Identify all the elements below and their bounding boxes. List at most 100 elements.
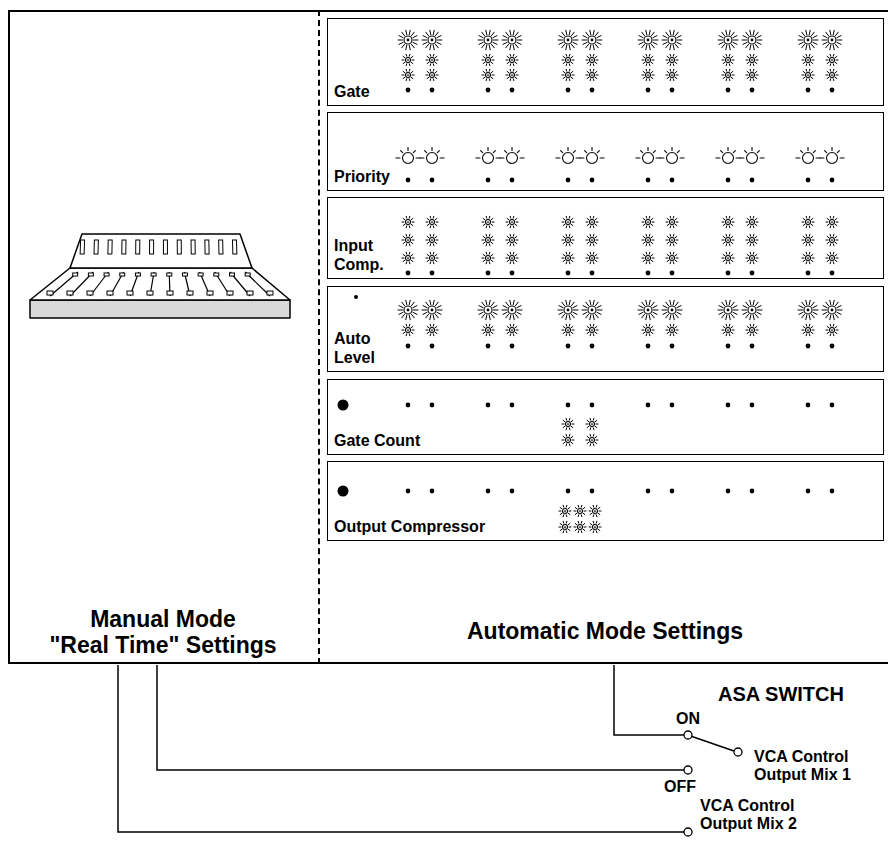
led-off — [830, 178, 835, 183]
led-small — [590, 428, 592, 430]
led-small — [802, 75, 804, 76]
led-large — [435, 314, 438, 318]
led-large — [651, 32, 654, 36]
led-large — [409, 300, 410, 304]
led-small — [486, 328, 491, 333]
led-small — [486, 256, 491, 261]
led-small — [806, 252, 808, 254]
led-large — [646, 315, 647, 319]
led-small — [486, 262, 488, 264]
led-small — [667, 326, 669, 327]
led-off — [646, 344, 651, 349]
led-small — [486, 220, 491, 225]
led-small — [667, 62, 669, 63]
led-small — [430, 216, 432, 218]
led-small — [673, 79, 675, 81]
led-small — [747, 332, 749, 333]
led-small — [427, 326, 429, 327]
led-small — [587, 260, 589, 261]
led-large — [639, 312, 643, 314]
led-large — [751, 39, 754, 42]
led-small — [651, 224, 653, 225]
led-small — [507, 260, 509, 261]
led-large — [653, 36, 657, 38]
led-small — [483, 224, 485, 225]
led-large — [406, 315, 407, 319]
led-small — [807, 74, 809, 76]
led-small — [595, 260, 597, 261]
led-small — [411, 62, 413, 63]
led-small — [507, 56, 509, 57]
led-small — [835, 71, 837, 72]
led-small — [642, 60, 644, 61]
led-small — [435, 242, 437, 243]
led-small — [831, 74, 833, 76]
led-small — [591, 439, 593, 441]
led-off — [406, 403, 411, 408]
led-large — [433, 300, 434, 304]
led-off — [430, 489, 435, 494]
led-large — [731, 32, 734, 36]
led-large — [830, 45, 831, 49]
box-label: Priority — [334, 168, 390, 186]
led-small — [590, 513, 592, 514]
led-large — [595, 314, 598, 318]
led-small — [830, 54, 832, 56]
led-large — [837, 42, 841, 44]
led-small — [599, 511, 601, 512]
led-large — [564, 36, 572, 44]
led-large — [435, 44, 438, 48]
led-small — [647, 74, 649, 76]
priority-led — [481, 151, 483, 153]
led-small — [649, 54, 651, 56]
led-small — [809, 216, 811, 218]
led-small — [489, 252, 491, 254]
led-large — [649, 300, 650, 304]
led-small — [510, 252, 512, 254]
led-small — [569, 434, 571, 436]
led-large — [484, 306, 492, 314]
led-small — [652, 60, 654, 61]
led-large — [722, 314, 725, 318]
led-small — [487, 257, 489, 259]
led-large — [597, 312, 601, 314]
led-small — [586, 330, 588, 331]
led-small — [587, 436, 589, 437]
led-large — [743, 306, 747, 308]
led-small — [486, 54, 488, 56]
led-small — [595, 420, 597, 421]
led-small — [486, 324, 488, 326]
led-large — [651, 44, 654, 48]
led-small — [402, 258, 404, 259]
led-small — [482, 60, 484, 61]
led-large — [826, 314, 829, 318]
led-off — [670, 271, 675, 276]
led-large — [837, 312, 841, 314]
priority-led — [587, 153, 598, 164]
priority-led — [483, 153, 494, 164]
led-small — [809, 252, 811, 254]
priority-led — [816, 157, 820, 158]
led-small — [833, 54, 835, 56]
led-small — [755, 260, 757, 261]
led-large — [837, 36, 841, 38]
led-small — [836, 258, 838, 259]
led-large — [802, 314, 805, 318]
led-small — [670, 73, 675, 78]
led-small — [646, 238, 651, 243]
led-large — [508, 36, 516, 44]
led-small — [584, 527, 586, 528]
led-small — [569, 428, 571, 430]
led-large — [743, 42, 747, 44]
led-small — [803, 71, 805, 72]
led-small — [435, 56, 437, 57]
led-small — [726, 79, 728, 81]
led-small — [515, 332, 517, 333]
led-large — [486, 315, 487, 319]
led-small — [427, 254, 429, 255]
led-small — [574, 527, 576, 528]
led-small — [433, 262, 435, 264]
led-large — [406, 30, 407, 34]
led-small — [515, 236, 517, 237]
led-large — [573, 36, 577, 38]
